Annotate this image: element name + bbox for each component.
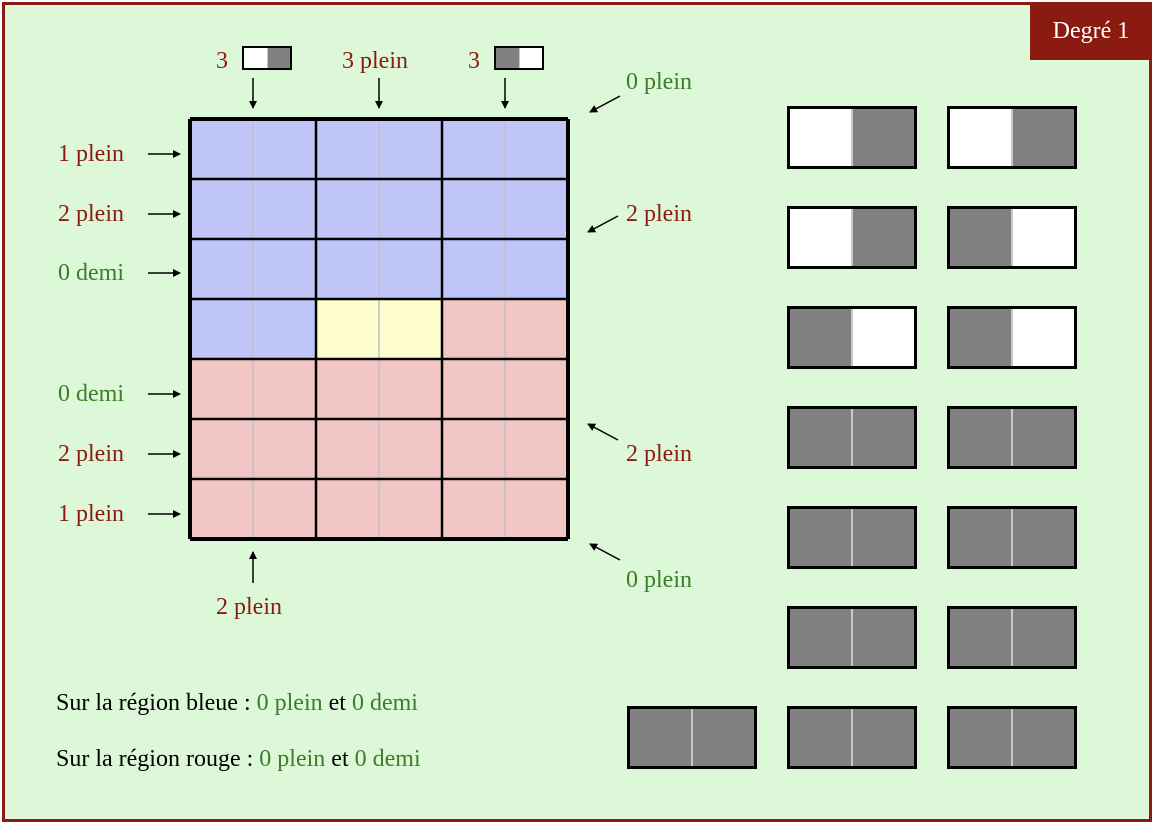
tile-left-half [950,109,1013,166]
domino-tile-5[interactable] [787,306,917,369]
left-label-row5: 0 demi [58,381,124,407]
summary-blue-half-count: 0 demi [351,690,418,716]
right-label-lower-diagonal: 2 plein [626,441,692,467]
tile-right-half [1013,209,1074,266]
tile-right-half [1013,609,1074,666]
tile-right-half [693,709,754,766]
top-label-col2: 3 plein [342,48,408,74]
tile-left-half [950,309,1013,366]
tile-left-half [790,509,853,566]
tile-left-half [790,709,853,766]
summary-blue-prefix: Sur la région bleue : [56,690,257,716]
domino-tile-2[interactable] [947,106,1077,169]
tile-right-half [1013,409,1074,466]
tile-right-half [853,109,914,166]
domino-tile-14[interactable] [787,706,917,769]
summary-red-conjunction: et [325,746,355,772]
domino-tile-4[interactable] [947,206,1077,269]
domino-tile-12[interactable] [947,606,1077,669]
summary-red-prefix: Sur la région rouge : [56,746,260,772]
domino-tile-3[interactable] [787,206,917,269]
tile-right-half [853,309,914,366]
mini-tile-right-half [519,48,542,68]
tile-right-half [1013,709,1074,766]
domino-tile-1[interactable] [787,106,917,169]
tile-left-half [790,209,853,266]
left-label-row3: 0 demi [58,260,124,286]
tile-left-half [630,709,693,766]
arrow-right-lower [587,423,619,441]
summary-red-full-count: 0 plein [259,746,326,772]
summary-blue-full-count: 0 plein [256,690,323,716]
tile-right-half [853,709,914,766]
summary-blue-conjunction: et [322,690,352,716]
tile-left-half [790,309,853,366]
arrow-right-upper [587,215,619,233]
domino-tile-9[interactable] [787,506,917,569]
tile-right-half [853,209,914,266]
summary-blue-region: Sur la région bleue : 0 plein et 0 demi [56,690,418,717]
tile-left-half [950,409,1013,466]
domino-tile-15[interactable] [947,706,1077,769]
right-label-top-diagonal: 0 plein [626,69,692,95]
left-label-row7: 1 plein [58,501,124,527]
tile-right-half [853,609,914,666]
right-label-bottom-diagonal: 0 plein [626,567,692,593]
top-label-col3-tile [494,46,544,70]
summary-red-region: Sur la région rouge : 0 plein et 0 demi [56,746,421,773]
summary-red-half-count: 0 demi [354,746,421,772]
domino-tile-13[interactable] [627,706,757,769]
grid-lines [188,117,570,541]
top-label-col1-tile [242,46,292,70]
left-label-row6: 2 plein [58,441,124,467]
left-label-row2: 2 plein [58,201,124,227]
domino-tile-11[interactable] [787,606,917,669]
tile-left-half [950,609,1013,666]
mini-tile-right-half [267,48,290,68]
domino-tile-10[interactable] [947,506,1077,569]
tile-left-half [790,109,853,166]
tile-left-half [950,209,1013,266]
top-label-col3-count: 3 [468,48,480,74]
mini-tile-left-half [496,48,520,68]
tile-right-half [1013,309,1074,366]
label-arrows [148,78,621,583]
degree-badge: Degré 1 [1030,2,1152,60]
domino-tile-6[interactable] [947,306,1077,369]
arrow-right-bottom [589,543,621,561]
domino-tile-7[interactable] [787,406,917,469]
tile-left-half [790,409,853,466]
tile-right-half [1013,509,1074,566]
tile-right-half [853,509,914,566]
tile-left-half [950,509,1013,566]
tile-left-half [790,609,853,666]
arrow-right-top [589,95,621,113]
bottom-label-col1: 2 plein [216,594,282,620]
right-label-upper-diagonal: 2 plein [626,201,692,227]
mini-tile-left-half [244,48,268,68]
left-label-row1: 1 plein [58,141,124,167]
tile-right-half [853,409,914,466]
tile-left-half [950,709,1013,766]
top-label-col1-count: 3 [216,48,228,74]
domino-tile-8[interactable] [947,406,1077,469]
tile-right-half [1013,109,1074,166]
